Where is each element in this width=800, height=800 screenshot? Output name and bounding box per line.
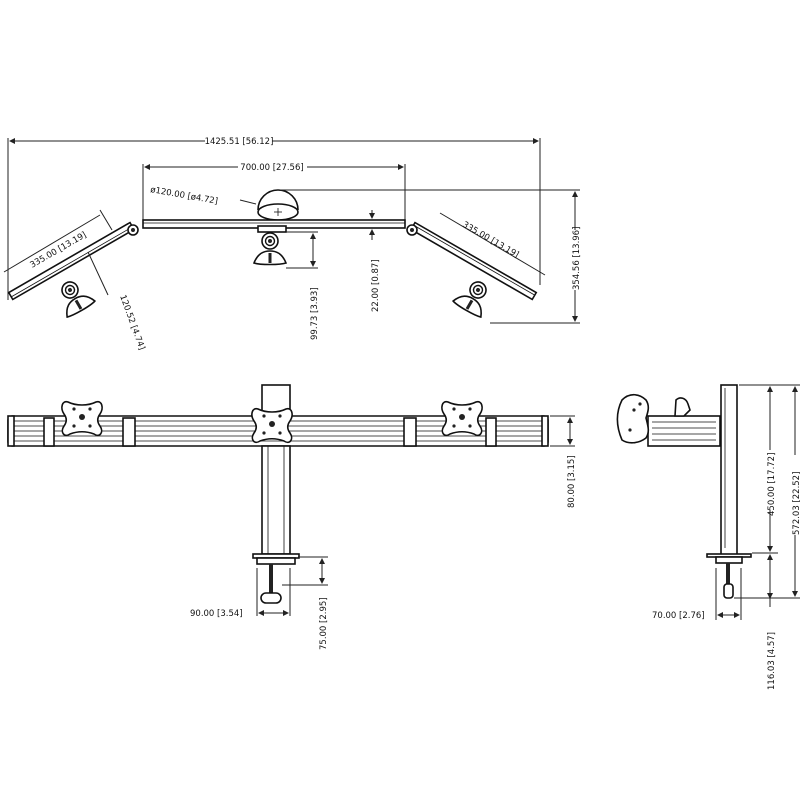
dimension-clamp-width: 90.00 [3.54] [190,568,291,619]
pole-top [257,189,580,221]
vesa-plate-left [61,400,103,437]
dimension-bar-thickness: 22.00 [0.87] [369,210,381,312]
vesa-plate-center [251,407,293,444]
side-mount-depth-label: 120.52 [4.74] [117,294,146,352]
dimension-center-bar-width: 700.00 [27.56] [142,163,406,222]
side-view: 450.00 [17.72] 572.03 [22.52] 116.03 [4.… [616,384,800,690]
clamp-depth-label: 70.00 [2.76] [652,611,705,621]
dimension-clamp-height: 116.03 [4.57] [767,554,777,690]
vesa-plate-right [441,400,483,437]
clamp-range-label: 75.00 [2.95] [319,597,329,650]
bar-height-label: 80.00 [3.15] [567,455,577,508]
dimension-pole-diameter: ø120.00 [ø4.72] [149,185,257,207]
dimension-clamp-depth: 70.00 [2.76] [652,568,742,621]
pole-height-label: 450.00 [17.72] [767,453,777,516]
left-arm [7,221,136,301]
center-crossbar [142,219,406,266]
arm-side [616,393,721,447]
pole-diameter-label: ø120.00 [ø4.72] [149,185,218,207]
front-view: 90.00 [3.54] 75.00 [2.95] 80.00 [3.15] [7,384,577,650]
dimension-bar-height: 80.00 [3.15] [550,415,577,508]
clamp-height-label: 116.03 [4.57] [767,632,777,690]
pole-front [252,445,300,604]
dimension-total-height: 572.03 [22.52] [734,386,800,599]
overall-width-label: 1425.51 [56.12] [205,137,274,147]
overall-depth-label: 354.56 [13.96] [572,227,582,290]
clamp-width-label: 90.00 [3.54] [190,609,243,619]
top-view: 1425.51 [56.12] 700.00 [27.56] ø120.00 [… [3,137,582,352]
dimension-mount-depth: 99.73 [3.93] [286,231,320,340]
center-bar-width-label: 700.00 [27.56] [240,163,303,173]
total-height-label: 572.03 [22.52] [792,472,800,535]
dimension-clamp-range: 75.00 [2.95] [282,556,329,650]
dimension-overall-depth: 354.56 [13.96] [490,191,582,324]
dimension-overall-width: 1425.51 [56.12] [7,137,541,300]
dimension-pole-height: 450.00 [17.72] [739,384,800,554]
mount-depth-label: 99.73 [3.93] [310,287,320,340]
pole-side [706,384,752,599]
dimension-right-arm: 335.00 [13.19] [439,212,546,276]
vesa-plate-side [616,393,650,444]
bar-thickness-label: 22.00 [0.87] [371,259,381,312]
dimension-left-arm: 335.00 [13.19] [3,209,113,273]
dimension-side-mount-depth: 120.52 [4.74] [87,251,146,352]
